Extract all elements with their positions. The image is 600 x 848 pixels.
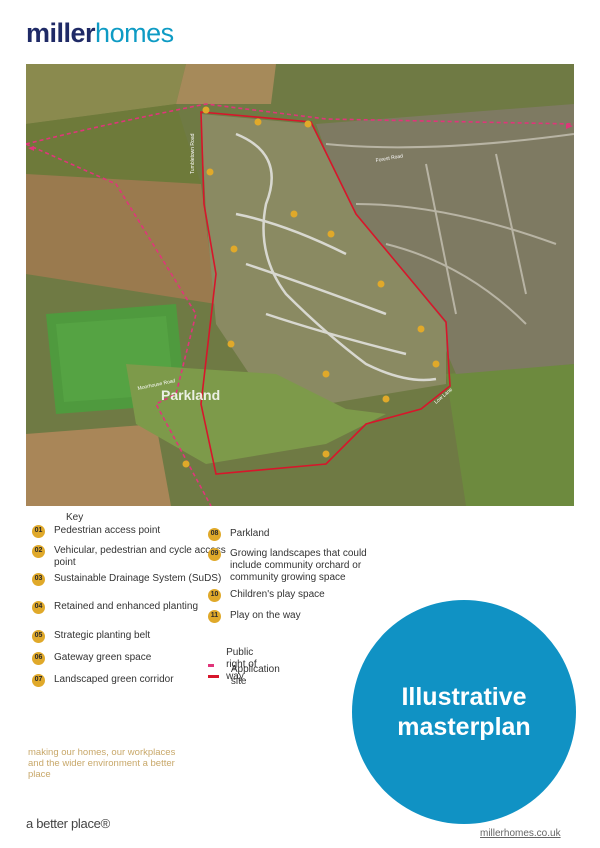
key-item-10: 10 Children's play space bbox=[208, 589, 410, 602]
site-development bbox=[201, 114, 446, 404]
map-marker bbox=[304, 120, 312, 128]
key-item-06: 06 Gateway green space bbox=[32, 652, 234, 665]
key-number: 10 bbox=[208, 589, 221, 602]
field-bottom-left bbox=[26, 424, 171, 506]
town-roads bbox=[325, 133, 574, 325]
key-item-01: 01 Pedestrian access point bbox=[32, 525, 234, 538]
key-item-03: 03 Sustainable Drainage System (SuDS) bbox=[32, 573, 234, 586]
key-label: Retained and enhanced planting bbox=[54, 601, 199, 612]
key-title: Key bbox=[66, 512, 84, 523]
badge-title: Illustrative masterplan bbox=[397, 683, 531, 741]
field-brown-left bbox=[26, 174, 216, 304]
key-number: 08 bbox=[208, 528, 221, 541]
legend-label: Application site bbox=[230, 664, 280, 687]
map-marker bbox=[322, 450, 330, 458]
field-top-middle bbox=[176, 64, 276, 104]
a-better-place-signature: a better place® bbox=[26, 816, 110, 831]
key-number: 07 bbox=[32, 674, 45, 687]
map-marker bbox=[290, 210, 298, 218]
map-marker bbox=[377, 280, 385, 288]
application-site-boundary bbox=[200, 111, 451, 475]
logo-word-homes: homes bbox=[95, 18, 174, 48]
map-marker bbox=[254, 118, 262, 126]
key-item-11: 11 Play on the way bbox=[208, 610, 410, 623]
road-label: Forest Road bbox=[375, 153, 403, 164]
website-link[interactable]: millerhomes.co.uk bbox=[480, 828, 561, 839]
key-item-09: 09 Growing landscapes that could include… bbox=[208, 548, 400, 584]
key-number: 03 bbox=[32, 573, 45, 586]
map-marker bbox=[432, 360, 440, 368]
map-markers bbox=[182, 106, 440, 468]
public-right-of-way-line bbox=[26, 103, 574, 506]
map-marker bbox=[322, 370, 330, 378]
right-of-way-arrow-right bbox=[566, 124, 573, 129]
map-marker bbox=[327, 230, 335, 238]
key-number: 04 bbox=[32, 601, 45, 614]
key-item-07: 07 Landscaped green corridor bbox=[32, 674, 234, 687]
field-top-left bbox=[26, 64, 186, 124]
key-item-02: 02 Vehicular, pedestrian and cycle acces… bbox=[32, 545, 234, 569]
legend-swatch-solid bbox=[208, 674, 219, 678]
key-label: Sustainable Drainage System (SuDS) bbox=[54, 573, 222, 584]
key-label: Strategic planting belt bbox=[54, 630, 151, 641]
legend-label: Public right of way bbox=[226, 647, 257, 682]
key-item-05: 05 Strategic planting belt bbox=[32, 630, 234, 643]
key-number: 01 bbox=[32, 525, 45, 538]
key-number: 05 bbox=[32, 630, 45, 643]
legend-public-right-of-way: Public right of way bbox=[208, 647, 261, 683]
key-label: Parkland bbox=[230, 528, 270, 539]
key-number: 11 bbox=[208, 610, 221, 623]
town-area bbox=[316, 104, 574, 374]
map-marker bbox=[227, 340, 235, 348]
key-label: Growing landscapes that could include co… bbox=[230, 548, 367, 583]
key-label: Pedestrian access point bbox=[54, 525, 161, 536]
legend-swatch-dashed bbox=[208, 663, 215, 667]
site-parkland bbox=[126, 364, 386, 464]
map-marker bbox=[230, 245, 238, 253]
field-bottom-right bbox=[446, 364, 574, 506]
field-upper-left bbox=[26, 104, 201, 184]
site-roads bbox=[235, 132, 437, 382]
illustrative-masterplan-badge: Illustrative masterplan bbox=[352, 600, 576, 824]
key-item-04: 04 Retained and enhanced planting bbox=[32, 601, 234, 614]
miller-homes-logo: millerhomes bbox=[26, 20, 174, 47]
masterplan-map: Parkland Tumbletown Road Moorhouse Road … bbox=[26, 64, 574, 506]
map-marker bbox=[417, 325, 425, 333]
legend-application-site: Application site bbox=[208, 664, 283, 688]
key-label: Children's play space bbox=[230, 589, 325, 600]
map-marker bbox=[182, 460, 190, 468]
key-label: Landscaped green corridor bbox=[54, 674, 174, 685]
map-marker bbox=[382, 395, 390, 403]
key-label: Vehicular, pedestrian and cycle access p… bbox=[54, 545, 226, 568]
map-marker bbox=[206, 168, 214, 176]
road-label: Tumbletown Road bbox=[190, 133, 196, 174]
footer-tagline: making our homes, our workplaces and the… bbox=[28, 747, 176, 780]
key-label: Play on the way bbox=[230, 610, 301, 621]
map-marker bbox=[202, 106, 210, 114]
key-number: 02 bbox=[32, 545, 45, 558]
key-label: Gateway green space bbox=[54, 652, 152, 663]
parkland-map-label: Parkland bbox=[161, 387, 220, 403]
key-item-08: 08 Parkland bbox=[208, 528, 410, 541]
key-number: 06 bbox=[32, 652, 45, 665]
logo-word-miller: miller bbox=[26, 18, 96, 48]
right-of-way-arrow-left bbox=[28, 146, 34, 151]
key-number: 09 bbox=[208, 548, 221, 561]
